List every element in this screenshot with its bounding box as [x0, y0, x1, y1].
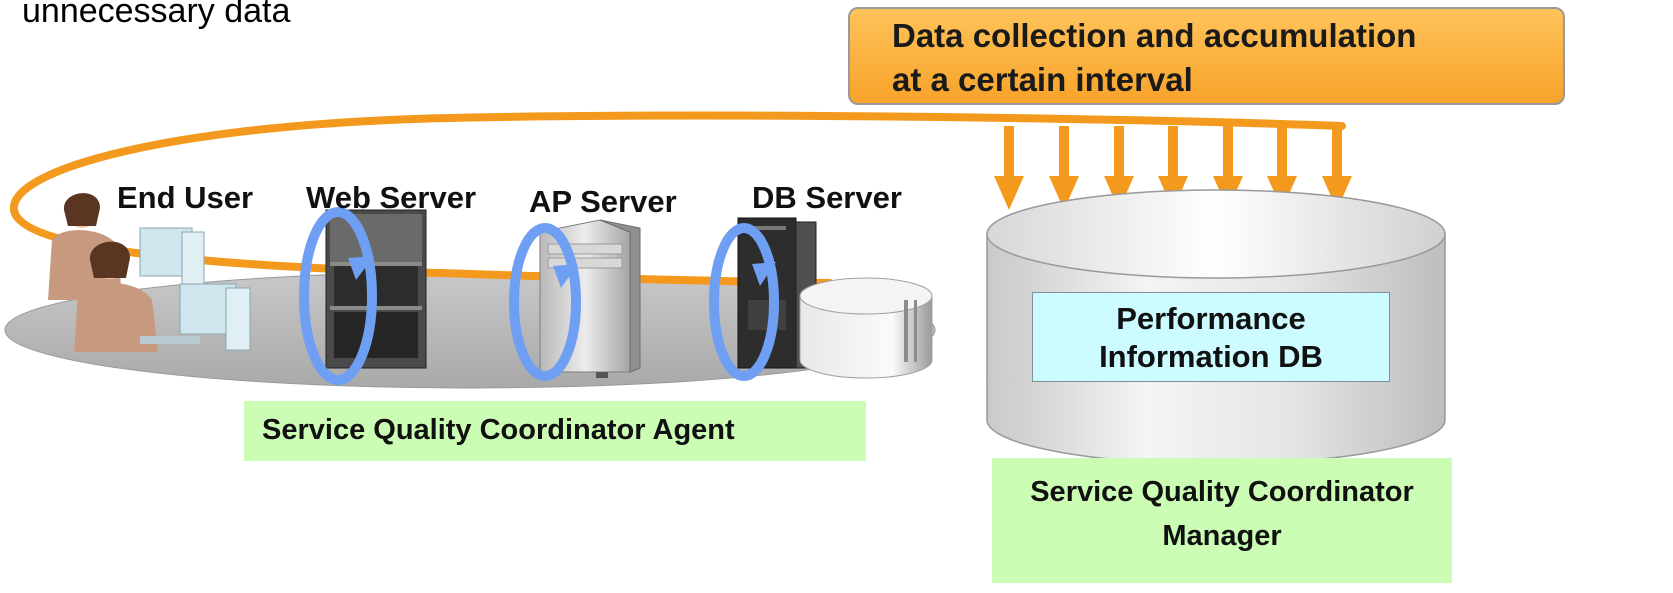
agent-label: Service Quality Coordinator Agent — [262, 414, 735, 446]
collection-callout: Data collection and accumulation at a ce… — [848, 7, 1565, 105]
callout-line-2: at a certain interval — [892, 61, 1193, 98]
cycle-arrow-icon — [299, 207, 377, 385]
down-arrow-icon — [1322, 126, 1352, 210]
heading-fragment: unnecessary data — [22, 0, 291, 30]
performance-db-label-box: Performance Information DB — [1032, 292, 1390, 382]
cycle-arrow-icon — [709, 223, 779, 381]
disk-storage-icon — [799, 277, 933, 379]
down-arrow-icon — [1049, 126, 1079, 210]
user-at-pc-icon — [48, 193, 251, 352]
db-server-label: DB Server — [752, 180, 902, 215]
web-server-label: Web Server — [306, 180, 477, 215]
down-arrow-icon — [1104, 126, 1134, 210]
ap-server-label: AP Server — [529, 184, 677, 219]
performance-db-label-line-2: Information DB — [1099, 339, 1323, 374]
tower-server-icon — [539, 219, 641, 378]
end-user-label: End User — [117, 180, 254, 215]
manager-label-line-1: Service Quality Coordinator — [1030, 476, 1414, 508]
down-arrow-icon — [994, 126, 1024, 210]
manager-label-line-2: Manager — [1162, 520, 1282, 552]
callout-line-1: Data collection and accumulation — [892, 17, 1417, 54]
manager-label-box: Service Quality Coordinator Manager — [992, 458, 1452, 583]
cycle-arrow-icon — [509, 223, 581, 381]
collection-loop — [9, 111, 1346, 287]
agent-label-box: Service Quality Coordinator Agent — [244, 401, 866, 461]
performance-db-label-line-1: Performance — [1116, 301, 1306, 336]
